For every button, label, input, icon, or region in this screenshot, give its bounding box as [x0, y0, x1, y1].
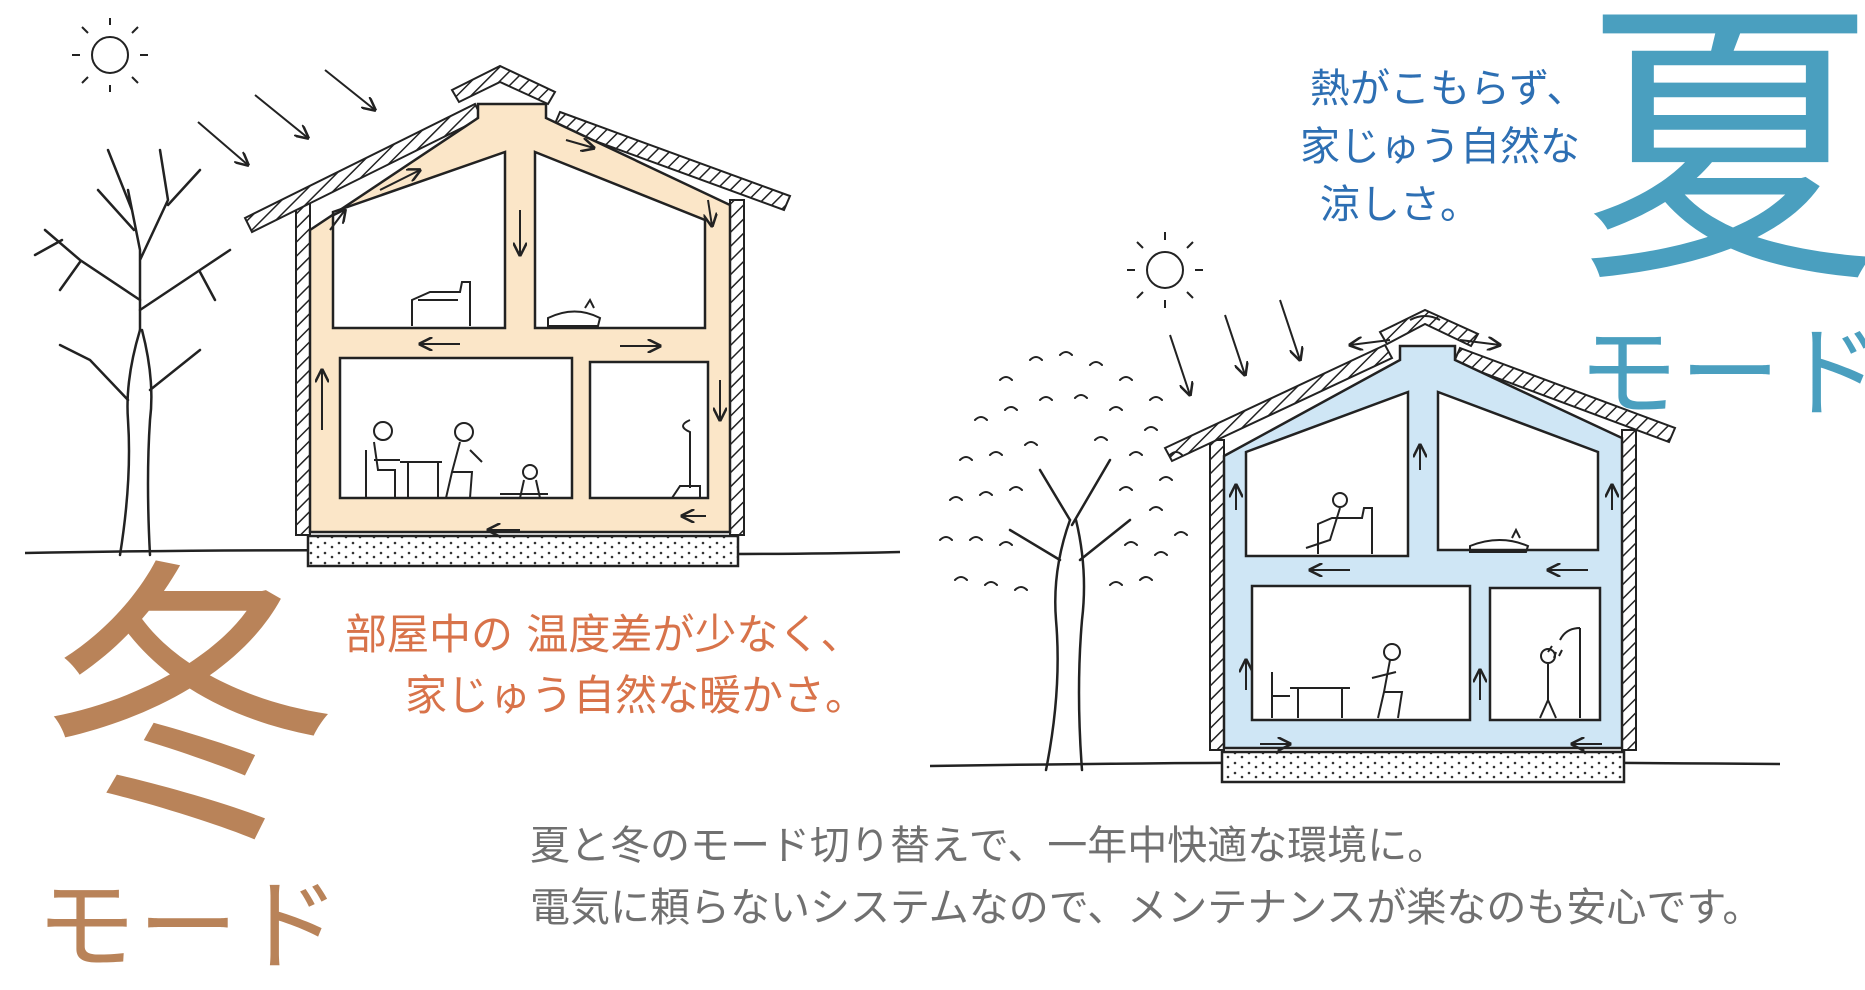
summer-room-lower-left [1250, 584, 1472, 722]
winter-room-lower-right [588, 360, 710, 500]
summer-room-upper-right [1436, 390, 1600, 552]
winter-note-line: 家じゅう自然な暖かさ。 [405, 670, 868, 720]
winter-airflow-arrows [322, 140, 720, 530]
bare-tree [33, 148, 232, 557]
summer-note: 熱がこもらず、 家じゅう自然な 涼しさ。 [1300, 60, 1586, 234]
leafy-tree [939, 351, 1188, 772]
winter-note: 部屋中の 温度差が少なく、 家じゅう自然な暖かさ。 [345, 605, 867, 727]
winter-note-line: 部屋中の 温度差が少なく、 [345, 610, 863, 659]
family-sketch [365, 421, 548, 499]
winter-mode-subtitle: モード [36, 868, 342, 985]
vacuum-sketch [670, 419, 701, 499]
caption-line: 電気に頼らないシステムなので、メンテナンスが楽なのも安心です。 [530, 885, 1763, 931]
winter-house [243, 64, 792, 568]
caption-line: 夏と冬のモード切り替えで、一年中快適な環境に。 [530, 823, 1448, 869]
winter-room-upper-right [533, 150, 707, 330]
winter-wall-right [729, 199, 745, 536]
reader-armchair-sketch [1305, 492, 1373, 554]
summer-room-upper-left [1244, 390, 1410, 558]
summer-mode-title: 夏 [1580, 0, 1865, 324]
cat-sketch [547, 297, 602, 327]
summer-room-lower-right [1488, 586, 1602, 722]
summer-house [1163, 308, 1677, 784]
armchair-sketch [411, 281, 471, 326]
summer-ridge-vent [1378, 308, 1480, 348]
winter-wall-left [295, 194, 311, 536]
summer-roof-left [1163, 343, 1394, 463]
dining-sketch [1271, 643, 1404, 719]
shower-sketch [1539, 627, 1581, 719]
summer-sun [1127, 232, 1203, 308]
summer-wall-right [1621, 429, 1637, 751]
winter-mode-title: 冬 [40, 535, 340, 884]
winter-sun [72, 18, 148, 92]
summer-airflow-arrows [1236, 315, 1612, 744]
winter-ridge-vent [450, 64, 557, 106]
summer-foundation [1220, 750, 1626, 784]
cat-sketch-summer [1469, 527, 1530, 553]
winter-roof-right [552, 110, 792, 212]
winter-foundation [306, 534, 740, 568]
summer-note-line: 涼しさ。 [1320, 182, 1480, 228]
summer-mode-subtitle: モード [1578, 315, 1865, 432]
summer-note-line: 熱がこもらず、 [1310, 66, 1587, 112]
summer-note-line: 家じゅう自然な [1300, 124, 1580, 170]
winter-sunlight-arrows [197, 69, 375, 165]
summer-sunlight-arrows [1169, 299, 1300, 395]
summer-wall-left [1209, 439, 1225, 751]
caption: 夏と冬のモード切り替えで、一年中快適な環境に。 電気に頼らないシステムなので、メ… [530, 815, 1762, 939]
illustration-scene [24, 18, 1781, 784]
